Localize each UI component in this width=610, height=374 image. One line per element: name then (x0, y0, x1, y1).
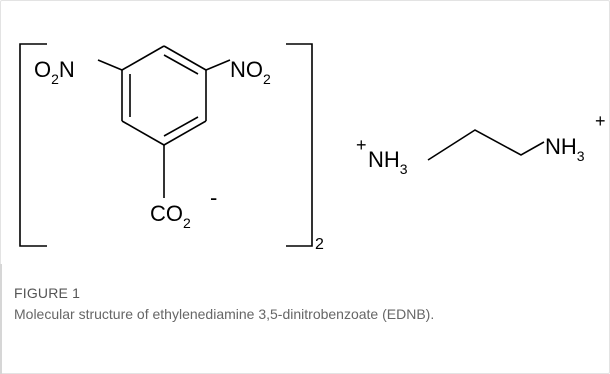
caption-accent-bar (0, 264, 2, 374)
bracket-subscript: 2 (315, 236, 324, 253)
right-nitro-label: NO2 (230, 57, 271, 87)
cation-right-charge: + (595, 111, 606, 131)
left-bracket (19, 43, 47, 247)
molecular-structure-figure: O2N NO2 CO2 - 2 + NH3 NH3 + (19, 43, 606, 253)
right-bracket (286, 43, 313, 247)
ethylene-chain (427, 129, 545, 161)
carboxylate-label: CO2 (150, 201, 191, 231)
cation-left-charge: + (356, 135, 367, 155)
structure-diagram: O2N NO2 CO2 - 2 + NH3 NH3 + (19, 43, 606, 253)
substituent-bonds (97, 59, 231, 198)
cation-left-ammonium: NH3 (368, 147, 408, 177)
cation-right-ammonium: NH3 (545, 134, 585, 164)
anion-charge: - (210, 185, 217, 210)
figure-label: FIGURE 1 (14, 285, 81, 301)
figure-caption: Molecular structure of ethylenediamine 3… (14, 306, 435, 322)
benzene-ring (121, 45, 207, 146)
left-nitro-label: O2N (34, 57, 75, 87)
